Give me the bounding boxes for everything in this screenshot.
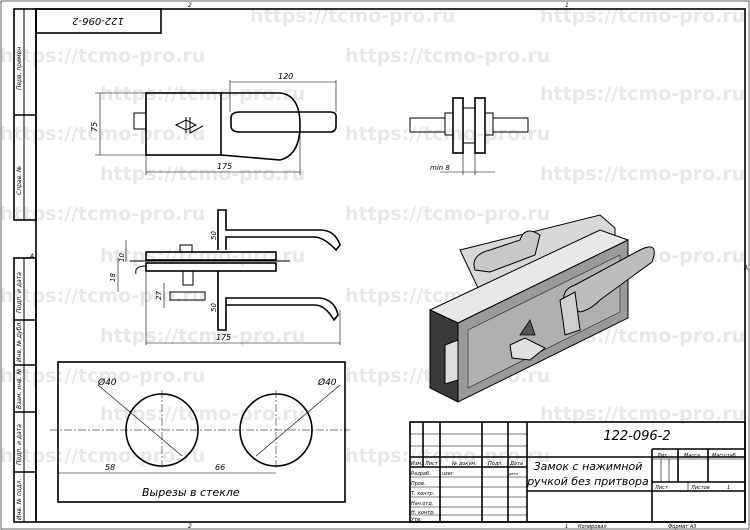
- watermark: https://tcmo-pro.ru: [100, 325, 305, 347]
- dim-175-front: 175: [216, 333, 231, 342]
- cutout-caption: Вырезы в стекле: [142, 486, 240, 499]
- svg-text:Подп. и дата: Подп. и дата: [16, 272, 23, 313]
- svg-text:Масса: Масса: [684, 453, 700, 459]
- dim-120: 120: [278, 72, 293, 81]
- drawing-name-line1: Замок с нажимной: [534, 460, 643, 473]
- rotated-designation: 122-096-2: [72, 15, 124, 26]
- watermark: https://tcmo-pro.ru: [100, 163, 305, 185]
- dim-hole-right: Ø40: [317, 377, 337, 388]
- watermark: https://tcmo-pro.ru: [0, 365, 205, 387]
- title-block: 122-096-2 Замок с нажимной ручкой без пр…: [409, 421, 746, 530]
- svg-text:Дата: Дата: [509, 461, 523, 467]
- front-view: 175 10 18 27 50 50: [109, 209, 341, 345]
- side-stamps: Перв. примен Справ. № Подп. и дата Инв. …: [13, 8, 37, 523]
- dim-66: 66: [215, 463, 225, 472]
- svg-text:Формат А3: Формат А3: [668, 524, 696, 530]
- drawing-designation: 122-096-2: [603, 429, 670, 444]
- watermark: https://tcmo-pro.ru: [540, 163, 745, 185]
- zone-label: 2: [188, 523, 192, 530]
- watermark: https://tcmo-pro.ru: [345, 123, 550, 145]
- watermark: https://tcmo-pro.ru: [540, 403, 745, 425]
- side-view: min 8: [409, 97, 529, 175]
- dim-hole-left: Ø40: [97, 377, 117, 388]
- watermark: https://tcmo-pro.ru: [0, 45, 205, 67]
- dim-175: 175: [217, 162, 232, 171]
- watermark: https://tcmo-pro.ru: [0, 123, 205, 145]
- svg-text:Утв.: Утв.: [411, 517, 422, 523]
- isometric-view: [428, 214, 655, 403]
- watermark: https://tcmo-pro.ru: [345, 445, 550, 467]
- dim-50-top: 50: [210, 231, 218, 240]
- drawing-name-line2: ручкой без притвора: [526, 475, 649, 488]
- svg-text:Масштаб: Масштаб: [712, 453, 736, 459]
- svg-text:1: 1: [727, 485, 730, 491]
- svg-text:Лит.: Лит.: [656, 453, 669, 459]
- watermark: https://tcmo-pro.ru: [250, 5, 455, 27]
- watermark: https://tcmo-pro.ru: [0, 285, 205, 307]
- zone-label: A: [743, 265, 748, 272]
- svg-text:№ докум.: № докум.: [451, 461, 477, 467]
- watermark: https://tcmo-pro.ru: [100, 83, 305, 105]
- top-view: 75 120 175: [90, 72, 337, 175]
- zone-label: 1: [565, 2, 569, 9]
- dim-18: 18: [109, 273, 117, 282]
- dim-27: 27: [155, 291, 163, 300]
- svg-text:Справ. №: Справ. №: [16, 166, 23, 195]
- svg-text:Инв. № дубл.: Инв. № дубл.: [16, 321, 23, 362]
- dim-75: 75: [90, 122, 99, 132]
- svg-text:Т. контр.: Т. контр.: [411, 491, 434, 497]
- dim-50-bottom: 50: [210, 303, 218, 312]
- svg-text:Н. контр.: Н. контр.: [411, 510, 435, 516]
- svg-text:Листов: Листов: [690, 485, 710, 491]
- dim-min-8: min 8: [430, 164, 450, 172]
- developer-name: user: [442, 471, 454, 477]
- svg-text:Инв. № подл.: Инв. № подл.: [16, 479, 23, 520]
- svg-text:Перв. примен: Перв. примен: [16, 47, 23, 90]
- svg-text:Пров.: Пров.: [411, 481, 426, 487]
- watermark: https://tcmo-pro.ru: [100, 403, 305, 425]
- watermark: https://tcmo-pro.ru: [0, 203, 205, 225]
- watermark: https://tcmo-pro.ru: [0, 445, 205, 467]
- watermark-layer: https://tcmo-pro.ru https://tcmo-pro.ru …: [0, 5, 745, 467]
- svg-text:1: 1: [565, 524, 568, 530]
- watermark: https://tcmo-pro.ru: [345, 203, 550, 225]
- svg-text:Копировал: Копировал: [578, 524, 607, 530]
- svg-text:Подп.: Подп.: [488, 461, 503, 467]
- svg-text:Нач.отд.: Нач.отд.: [411, 501, 433, 507]
- svg-text:Лист: Лист: [424, 461, 439, 467]
- dim-10: 10: [118, 253, 126, 262]
- svg-text:дата: дата: [508, 472, 518, 476]
- zone-label: 2: [188, 2, 192, 9]
- svg-text:Взам. инв. №: Взам. инв. №: [16, 368, 23, 409]
- watermark: https://tcmo-pro.ru: [540, 83, 745, 105]
- svg-text:Лист: Лист: [654, 485, 669, 491]
- zone-label: A: [29, 253, 34, 260]
- svg-text:Подп. и дата: Подп. и дата: [16, 424, 23, 465]
- watermark: https://tcmo-pro.ru: [345, 45, 550, 67]
- dim-58: 58: [105, 463, 115, 472]
- watermark: https://tcmo-pro.ru: [540, 5, 745, 27]
- svg-text:Изм.: Изм.: [411, 461, 423, 467]
- svg-text:Разраб.: Разраб.: [411, 471, 431, 477]
- glass-cutout-view: Ø40 Ø40 58 66 Вырезы в стекле: [50, 361, 350, 503]
